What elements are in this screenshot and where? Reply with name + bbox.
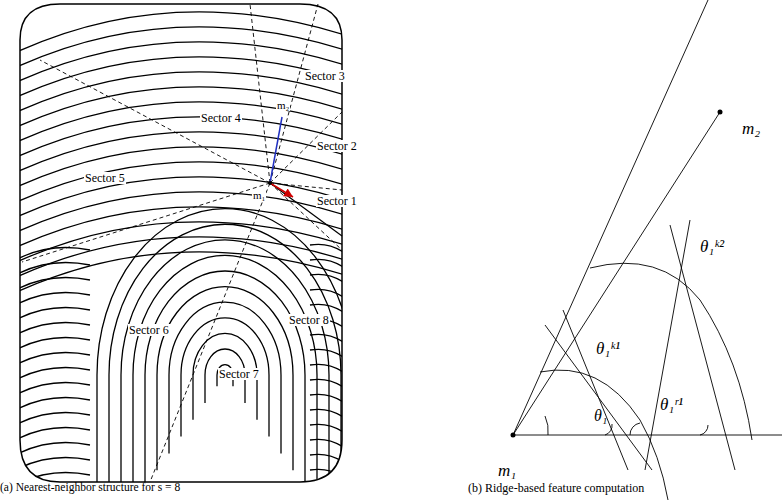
math-label: θ₁ᵏ² — [700, 238, 724, 255]
sector-label: Sector 7 — [218, 368, 260, 380]
fingerprint-ridges — [0, 12, 360, 504]
sector-label: Sector 2 — [316, 140, 358, 152]
minutia-direction — [270, 183, 293, 197]
sector-label: Sector 6 — [128, 324, 170, 336]
sector-label: Sector 1 — [316, 195, 358, 207]
sector-label: m₁ — [252, 190, 266, 201]
minutia-point — [511, 433, 516, 438]
sector-label: Sector 5 — [84, 172, 126, 184]
math-label: θ₁ᵏ¹ — [596, 340, 620, 357]
sector-label: Sector 4 — [200, 112, 242, 124]
subfigure-caption: (b) Ridge-based feature computation — [468, 482, 644, 494]
math-label: θ₁ — [594, 408, 607, 424]
minutia-point — [718, 110, 723, 115]
sector-label: Sector 3 — [304, 70, 346, 82]
sector-label: Sector 8 — [288, 314, 330, 326]
sector-label: m₂ — [276, 100, 290, 111]
subfigure-caption: (a) Nearest-neighbor structure for s = 8 — [0, 481, 340, 493]
math-label: m₂ — [742, 120, 760, 137]
ridge-geometry — [513, 0, 782, 500]
math-label: m₁ — [498, 462, 516, 479]
sector-boundary — [270, 183, 342, 236]
fingerprint-outline — [20, 4, 342, 482]
neighbor-link — [270, 117, 282, 183]
math-label: θ₁ʳ¹ — [660, 396, 683, 413]
minutia-point — [268, 181, 272, 185]
sector-lines — [22, 4, 342, 482]
